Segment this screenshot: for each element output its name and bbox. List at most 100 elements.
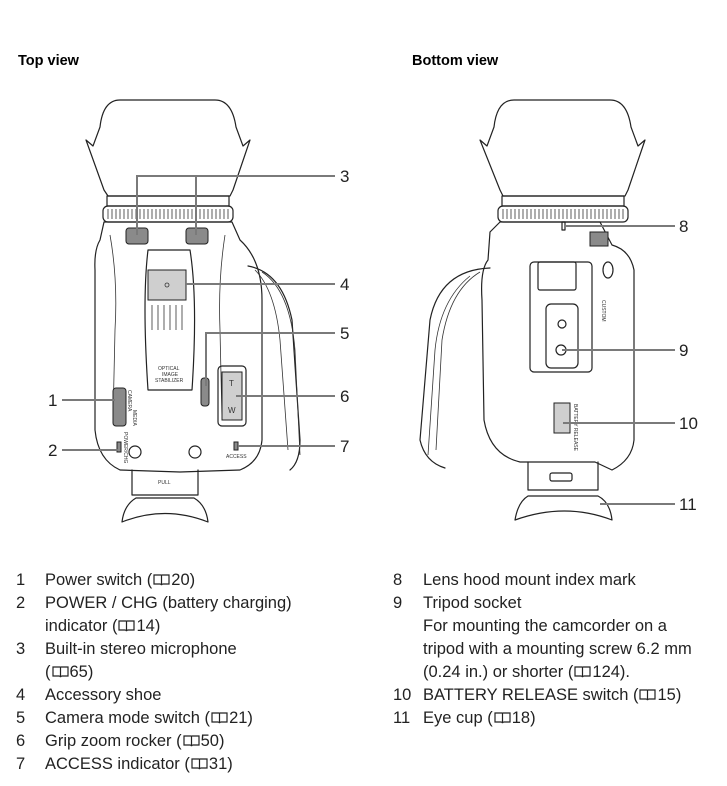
item-number: 7 bbox=[16, 755, 26, 773]
page-link[interactable]: 31 bbox=[208, 755, 228, 773]
camera-body bbox=[94, 221, 263, 473]
book-icon bbox=[118, 620, 136, 632]
page-link[interactable]: 124 bbox=[592, 663, 620, 681]
legend-item-8: 8 Lens hood mount index mark bbox=[393, 569, 727, 592]
item-text: Grip zoom rocker (50) bbox=[45, 730, 224, 753]
stabilizer-label: STABILIZER bbox=[155, 378, 184, 384]
item-label: Lens hood mount index mark bbox=[423, 571, 636, 589]
callout-6: 6 bbox=[340, 387, 349, 406]
item-number: 6 bbox=[16, 732, 26, 750]
callout-5: 5 bbox=[340, 324, 349, 343]
page-link[interactable]: 14 bbox=[136, 617, 155, 635]
battery-release-switch bbox=[553, 402, 571, 434]
callout-3: 3 bbox=[340, 167, 349, 186]
book-icon bbox=[639, 689, 657, 701]
viewfinder bbox=[527, 461, 599, 491]
shoe-vents bbox=[151, 305, 183, 330]
book-icon bbox=[494, 712, 511, 724]
page-link[interactable]: 65 bbox=[69, 663, 88, 681]
item-label-cont: ( bbox=[45, 663, 51, 681]
item-number: 3 bbox=[16, 640, 26, 658]
leader-5 bbox=[205, 332, 335, 386]
legend-item-1: 1 Power switch (20) bbox=[16, 569, 386, 592]
strap-line bbox=[254, 269, 289, 451]
eye-cup bbox=[121, 497, 209, 523]
page-link[interactable]: 21 bbox=[229, 709, 248, 727]
strap-mount-left bbox=[128, 445, 142, 459]
callout-11: 11 bbox=[679, 495, 697, 514]
leader-3-mics bbox=[136, 175, 197, 235]
page-link[interactable]: 15 bbox=[657, 686, 676, 704]
strap-mount-right bbox=[188, 445, 202, 459]
callout-7: 7 bbox=[340, 437, 349, 456]
lens-ring-knurl bbox=[107, 209, 229, 219]
callout-1: 1 bbox=[48, 391, 57, 410]
media-label: MEDIA bbox=[131, 410, 137, 427]
item-label: ACCESS indicator ( bbox=[45, 755, 190, 773]
eye-cup bbox=[514, 495, 613, 521]
item-label: Accessory shoe bbox=[45, 686, 162, 704]
item-label: Eye cup ( bbox=[423, 709, 493, 727]
zoom-t-label: T bbox=[229, 379, 234, 388]
book-icon bbox=[153, 574, 170, 586]
callout-2: 2 bbox=[48, 441, 57, 460]
lens-ring-knurl bbox=[502, 209, 624, 219]
book-icon bbox=[211, 712, 228, 724]
page-link[interactable]: 18 bbox=[511, 709, 531, 727]
book-icon bbox=[191, 758, 208, 770]
item-number: 11 bbox=[393, 709, 411, 727]
top-view-callouts: 3 4 5 6 7 1 2 bbox=[48, 167, 349, 460]
body-edge bbox=[219, 234, 226, 421]
item-number: 5 bbox=[16, 709, 26, 727]
item-text: Eye cup (18) bbox=[423, 707, 536, 730]
item-label: Built-in stereo microphone bbox=[45, 640, 237, 658]
item-close: ) bbox=[675, 686, 682, 704]
zoom-w-label: W bbox=[228, 406, 236, 415]
optical-label: OPTICAL bbox=[158, 366, 180, 372]
page-link[interactable]: 20 bbox=[171, 571, 190, 589]
lens-hood bbox=[479, 99, 646, 197]
callout-10: 10 bbox=[679, 414, 698, 433]
strap-line bbox=[261, 271, 301, 456]
item-label: Tripod socket bbox=[423, 594, 522, 612]
item-text: BATTERY RELEASE switch ( 15) bbox=[423, 684, 681, 707]
legend-item-5: 5 Camera mode switch (21) bbox=[16, 707, 386, 730]
legend-item-4: 4 Accessory shoe bbox=[16, 684, 386, 707]
item-close: ) bbox=[87, 663, 94, 681]
item-text: Built-in stereo microphone (65) bbox=[45, 638, 237, 684]
item-label: BATTERY RELEASE switch ( bbox=[423, 686, 639, 704]
item-label: Power switch ( bbox=[45, 571, 153, 589]
legend-item-7: 7 ACCESS indicator (31) bbox=[16, 753, 386, 776]
shoe-hole bbox=[164, 282, 170, 288]
hand-strap bbox=[419, 267, 491, 469]
vent-grille bbox=[589, 231, 609, 247]
battery-release-label: BATTERY RELEASE bbox=[572, 404, 578, 452]
body-edge bbox=[109, 234, 117, 421]
hand-strap bbox=[247, 265, 301, 471]
item-text: POWER / CHG (battery charging)indicator … bbox=[45, 592, 292, 638]
callout-4: 4 bbox=[340, 275, 349, 294]
item-text: Camera mode switch (21) bbox=[45, 707, 253, 730]
pull-label: PULL bbox=[158, 480, 171, 486]
legend-top-view: 1 Power switch (20) 2 POWER / CHG (batte… bbox=[16, 569, 386, 776]
access-label: ACCESS bbox=[226, 454, 247, 460]
page-link[interactable]: 50 bbox=[200, 732, 219, 750]
item-close: ) bbox=[154, 617, 161, 635]
item-label: POWER / CHG (battery charging) bbox=[45, 594, 292, 612]
item-number: 2 bbox=[16, 594, 26, 612]
bottom-cover bbox=[537, 261, 577, 291]
book-icon bbox=[51, 666, 69, 678]
callout-9: 9 bbox=[679, 341, 688, 360]
camcorder-top-illustration: OPTICAL IMAGE STABILIZER CAMERA MEDIA PO… bbox=[85, 99, 301, 523]
bottom-view-callouts: 8 9 10 11 bbox=[562, 217, 698, 514]
lens-hood-index-mark bbox=[561, 221, 566, 231]
top-view-figure: OPTICAL IMAGE STABILIZER CAMERA MEDIA PO… bbox=[48, 99, 349, 523]
diopter-lever bbox=[549, 472, 573, 482]
item-text: Power switch (20) bbox=[45, 569, 195, 592]
item-description: tripod with a mounting screw 6.2 mm bbox=[423, 640, 692, 658]
tripod-plate bbox=[545, 303, 579, 369]
item-number: 4 bbox=[16, 686, 26, 704]
custom-dial bbox=[602, 261, 614, 279]
custom-label: CUSTOM bbox=[600, 300, 606, 322]
